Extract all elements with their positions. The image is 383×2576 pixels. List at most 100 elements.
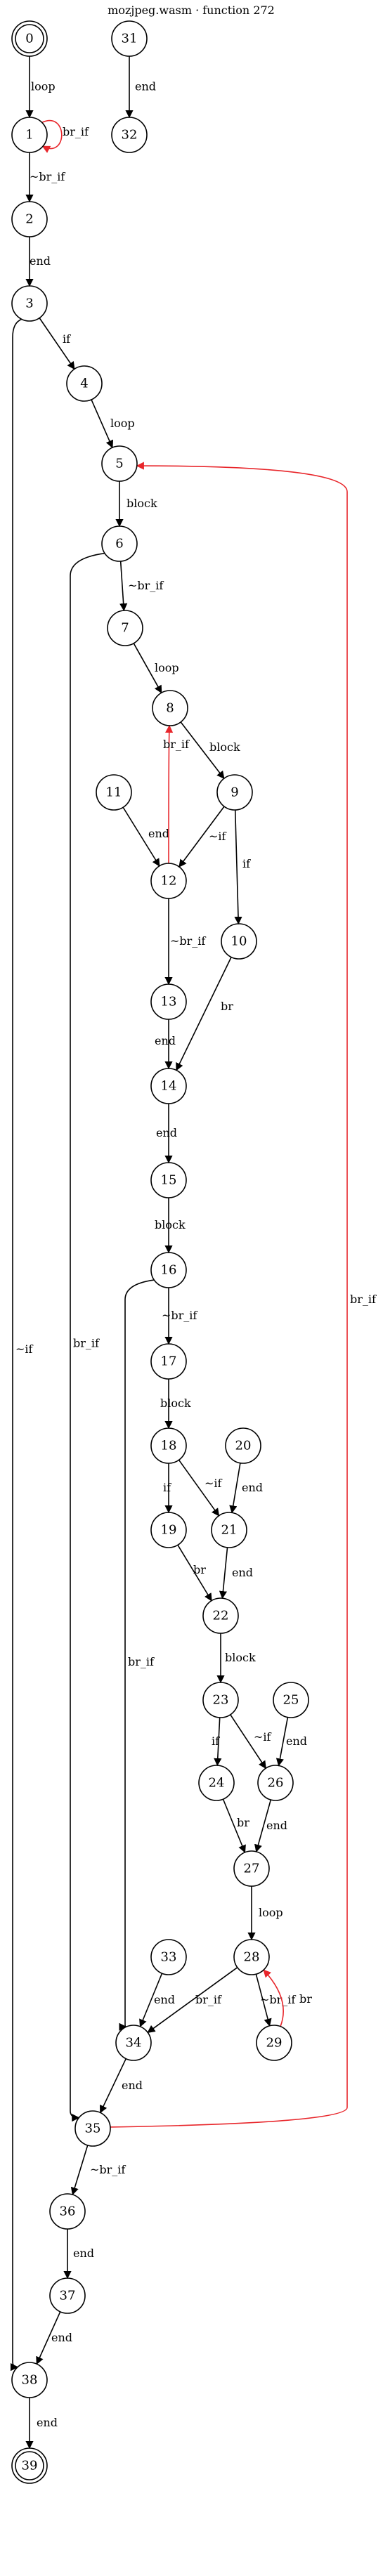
node-2[interactable]: 2 bbox=[11, 201, 48, 237]
edge-line bbox=[70, 552, 105, 2122]
node-14[interactable]: 14 bbox=[150, 1068, 187, 1104]
edge-label: end bbox=[156, 1126, 177, 1139]
node-circle bbox=[150, 1939, 187, 1975]
node-9[interactable]: 9 bbox=[216, 774, 253, 811]
node-25[interactable]: 25 bbox=[273, 1682, 309, 1718]
edge-line bbox=[139, 1973, 163, 2027]
node-33[interactable]: 33 bbox=[150, 1939, 187, 1975]
node-36[interactable]: 36 bbox=[49, 2193, 86, 2230]
edge-label: ~if bbox=[254, 1730, 272, 1744]
node-circle bbox=[111, 20, 148, 57]
node-label: 20 bbox=[235, 1439, 252, 1453]
edge-29-28: br bbox=[263, 1969, 312, 2027]
node-39[interactable]: 39 bbox=[11, 2447, 48, 2484]
edge-label: br_if bbox=[63, 125, 89, 138]
node-34[interactable]: 34 bbox=[115, 2025, 152, 2061]
edge-2-3: end bbox=[25, 237, 51, 287]
node-circle bbox=[11, 201, 48, 237]
node-label: 11 bbox=[106, 785, 122, 800]
edge-label: block bbox=[225, 1651, 256, 1664]
node-5[interactable]: 5 bbox=[101, 445, 138, 482]
node-38[interactable]: 38 bbox=[11, 2362, 48, 2398]
edge-label: ~if bbox=[209, 830, 227, 843]
edge-label: loop bbox=[31, 80, 56, 93]
edge-label: ~if bbox=[15, 1342, 34, 1356]
edge-line bbox=[119, 561, 128, 612]
edge-line bbox=[36, 2311, 61, 2365]
node-7[interactable]: 7 bbox=[107, 610, 143, 646]
node-27[interactable]: 27 bbox=[233, 1850, 270, 1887]
edge-line bbox=[122, 806, 160, 867]
edge-9-12: ~if bbox=[178, 806, 227, 868]
edge-label: br bbox=[237, 1816, 249, 1829]
node-0[interactable]: 0 bbox=[11, 20, 48, 57]
edge-12-8: br_if bbox=[163, 724, 190, 864]
node-circle bbox=[257, 1765, 294, 1801]
node-22[interactable]: 22 bbox=[202, 1597, 239, 1634]
node-label: 1 bbox=[25, 128, 33, 143]
node-11[interactable]: 11 bbox=[96, 774, 132, 811]
node-3[interactable]: 3 bbox=[11, 285, 48, 322]
edge-16-34: br_if bbox=[119, 1279, 155, 2031]
edge-label: block bbox=[155, 1218, 186, 1231]
node-21[interactable]: 21 bbox=[211, 1512, 247, 1548]
edge-label: block bbox=[160, 1397, 191, 1410]
edge-31-32: end bbox=[125, 56, 156, 119]
edge-label: end bbox=[266, 1819, 287, 1832]
edge-label: end bbox=[232, 1566, 253, 1579]
node-8[interactable]: 8 bbox=[152, 690, 188, 726]
node-label: 19 bbox=[161, 1523, 177, 1538]
edge-23-26: ~if bbox=[230, 1714, 272, 1770]
node-18[interactable]: 18 bbox=[150, 1427, 187, 1464]
edge-label: ~br_if bbox=[90, 2163, 126, 2176]
edge-line bbox=[10, 318, 22, 2372]
node-circle bbox=[49, 2193, 86, 2230]
edge-label: ~br_if bbox=[30, 170, 65, 183]
node-1[interactable]: 1 bbox=[11, 117, 48, 153]
edge-1-1: br_if bbox=[41, 120, 89, 153]
node-label: 32 bbox=[122, 128, 138, 143]
node-28[interactable]: 28 bbox=[233, 1939, 270, 1975]
edge-18-21: ~if bbox=[178, 1459, 223, 1517]
node-circle bbox=[66, 365, 103, 402]
node-circle bbox=[150, 1252, 187, 1288]
node-circle bbox=[150, 1343, 187, 1380]
node-10[interactable]: 10 bbox=[221, 923, 257, 960]
node-label: 17 bbox=[161, 1354, 177, 1369]
node-37[interactable]: 37 bbox=[49, 2277, 86, 2314]
node-label: 34 bbox=[126, 2036, 142, 2051]
node-label: 24 bbox=[209, 1776, 225, 1791]
node-6[interactable]: 6 bbox=[101, 525, 138, 562]
edge-label: end bbox=[122, 2079, 143, 2092]
node-16[interactable]: 16 bbox=[150, 1252, 187, 1288]
node-label: 6 bbox=[115, 537, 123, 551]
node-29[interactable]: 29 bbox=[256, 2025, 292, 2061]
node-20[interactable]: 20 bbox=[225, 1427, 261, 1464]
node-label: 21 bbox=[221, 1523, 238, 1538]
edge-14-15: end bbox=[156, 1104, 177, 1164]
node-19[interactable]: 19 bbox=[150, 1512, 187, 1548]
node-17[interactable]: 17 bbox=[150, 1343, 187, 1380]
node-circle bbox=[150, 863, 187, 899]
node-4[interactable]: 4 bbox=[66, 365, 103, 402]
node-circle bbox=[11, 117, 48, 153]
node-15[interactable]: 15 bbox=[150, 1162, 187, 1198]
node-12[interactable]: 12 bbox=[150, 863, 187, 899]
edge-35-5: br_if bbox=[110, 462, 377, 2128]
node-label: 36 bbox=[60, 2204, 76, 2219]
node-24[interactable]: 24 bbox=[198, 1765, 235, 1801]
edge-label: block bbox=[126, 497, 157, 510]
node-35[interactable]: 35 bbox=[74, 2110, 111, 2147]
node-13[interactable]: 13 bbox=[150, 983, 187, 1020]
edge-label: br_if bbox=[350, 1293, 377, 1306]
edge-label: ~br_if bbox=[260, 1993, 296, 2006]
node-31[interactable]: 31 bbox=[111, 20, 148, 57]
edge-23-24: if bbox=[212, 1717, 222, 1767]
node-32[interactable]: 32 bbox=[111, 117, 148, 153]
edge-line bbox=[230, 1714, 266, 1770]
edge-label: br bbox=[193, 1563, 206, 1576]
edge-label: end bbox=[242, 1481, 263, 1494]
node-label: 38 bbox=[22, 2373, 38, 2388]
node-26[interactable]: 26 bbox=[257, 1765, 294, 1801]
node-23[interactable]: 23 bbox=[202, 1682, 239, 1718]
